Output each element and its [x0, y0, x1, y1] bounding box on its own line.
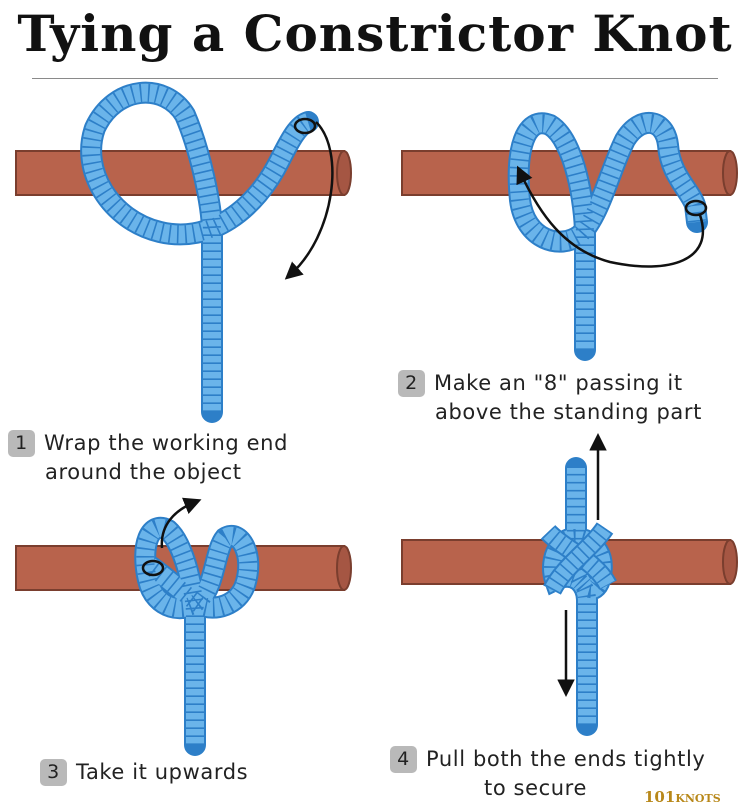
step-1-text-line1: Wrap the working end: [44, 431, 288, 455]
step-2-text-line2: above the standing part: [435, 400, 702, 424]
brand-name: KNOTS: [675, 792, 721, 805]
step-1-text-line2: around the object: [45, 460, 242, 484]
brand-logo: 101KNOTS: [644, 788, 721, 806]
rope-3: [134, 517, 260, 756]
step-4-text-line1: Pull both the ends tightly: [426, 747, 706, 771]
step-2-illustration: [401, 112, 738, 361]
arrow-3: [160, 497, 202, 549]
rope-end-mark-1: [293, 117, 317, 135]
step-4-caption: 4 Pull both the ends tightly to secure: [390, 745, 705, 803]
step-4-text-line2: to secure: [484, 776, 587, 800]
step-1-caption: 1 Wrap the working end around the object: [8, 429, 288, 487]
brand-prefix: 101: [644, 788, 676, 806]
step-3-text-line1: Take it upwards: [76, 760, 249, 784]
title-divider: [32, 78, 718, 79]
rope-end-mark-3: [141, 559, 165, 577]
step-number-badge: 3: [40, 759, 67, 786]
step-1-illustration: [15, 81, 352, 423]
step-2-text-line1: Make an "8" passing it: [434, 371, 683, 395]
page-title: Tying a Constrictor Knot: [17, 4, 733, 63]
rope-2: [507, 112, 708, 361]
arrow-1: [284, 121, 334, 280]
arrow-2: [516, 165, 705, 268]
step-4-illustration: [401, 433, 738, 736]
rope-4: [540, 457, 617, 736]
pole-1: [15, 150, 352, 196]
step-2-caption: 2 Make an "8" passing it above the standi…: [398, 369, 702, 427]
rope-1: [80, 81, 319, 423]
rope-end-mark-2: [684, 199, 708, 217]
step-3-caption: 3 Take it upwards: [40, 758, 248, 787]
step-number-badge: 1: [8, 430, 35, 457]
step-number-badge: 4: [390, 746, 417, 773]
step-number-badge: 2: [398, 370, 425, 397]
step-3-illustration: [15, 497, 352, 756]
